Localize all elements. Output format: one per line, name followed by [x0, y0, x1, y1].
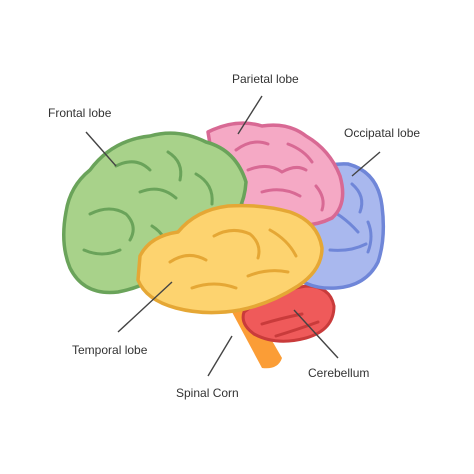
- occipital-leader-line: [351, 151, 381, 177]
- frontal-leader-line: [85, 131, 117, 167]
- occipital-lobe-label: Occipatal lobe: [344, 126, 421, 140]
- temporal-folds: [168, 228, 298, 290]
- cerebellum-leader-line: [293, 309, 339, 359]
- parietal-folds: [234, 140, 325, 212]
- spinal-leader-line: [207, 335, 233, 377]
- parietal-leader-line: [237, 95, 263, 135]
- temporal-lobe-label: Temporal lobe: [72, 343, 148, 357]
- spinal-cord-label: Spinal Corn: [176, 386, 239, 400]
- frontal-lobe-label: Frontal lobe: [48, 106, 112, 120]
- temporal-leader-line: [117, 281, 173, 333]
- cerebellum-label: Cerebellum: [308, 366, 370, 380]
- parietal-lobe-label: Parietal lobe: [232, 72, 299, 86]
